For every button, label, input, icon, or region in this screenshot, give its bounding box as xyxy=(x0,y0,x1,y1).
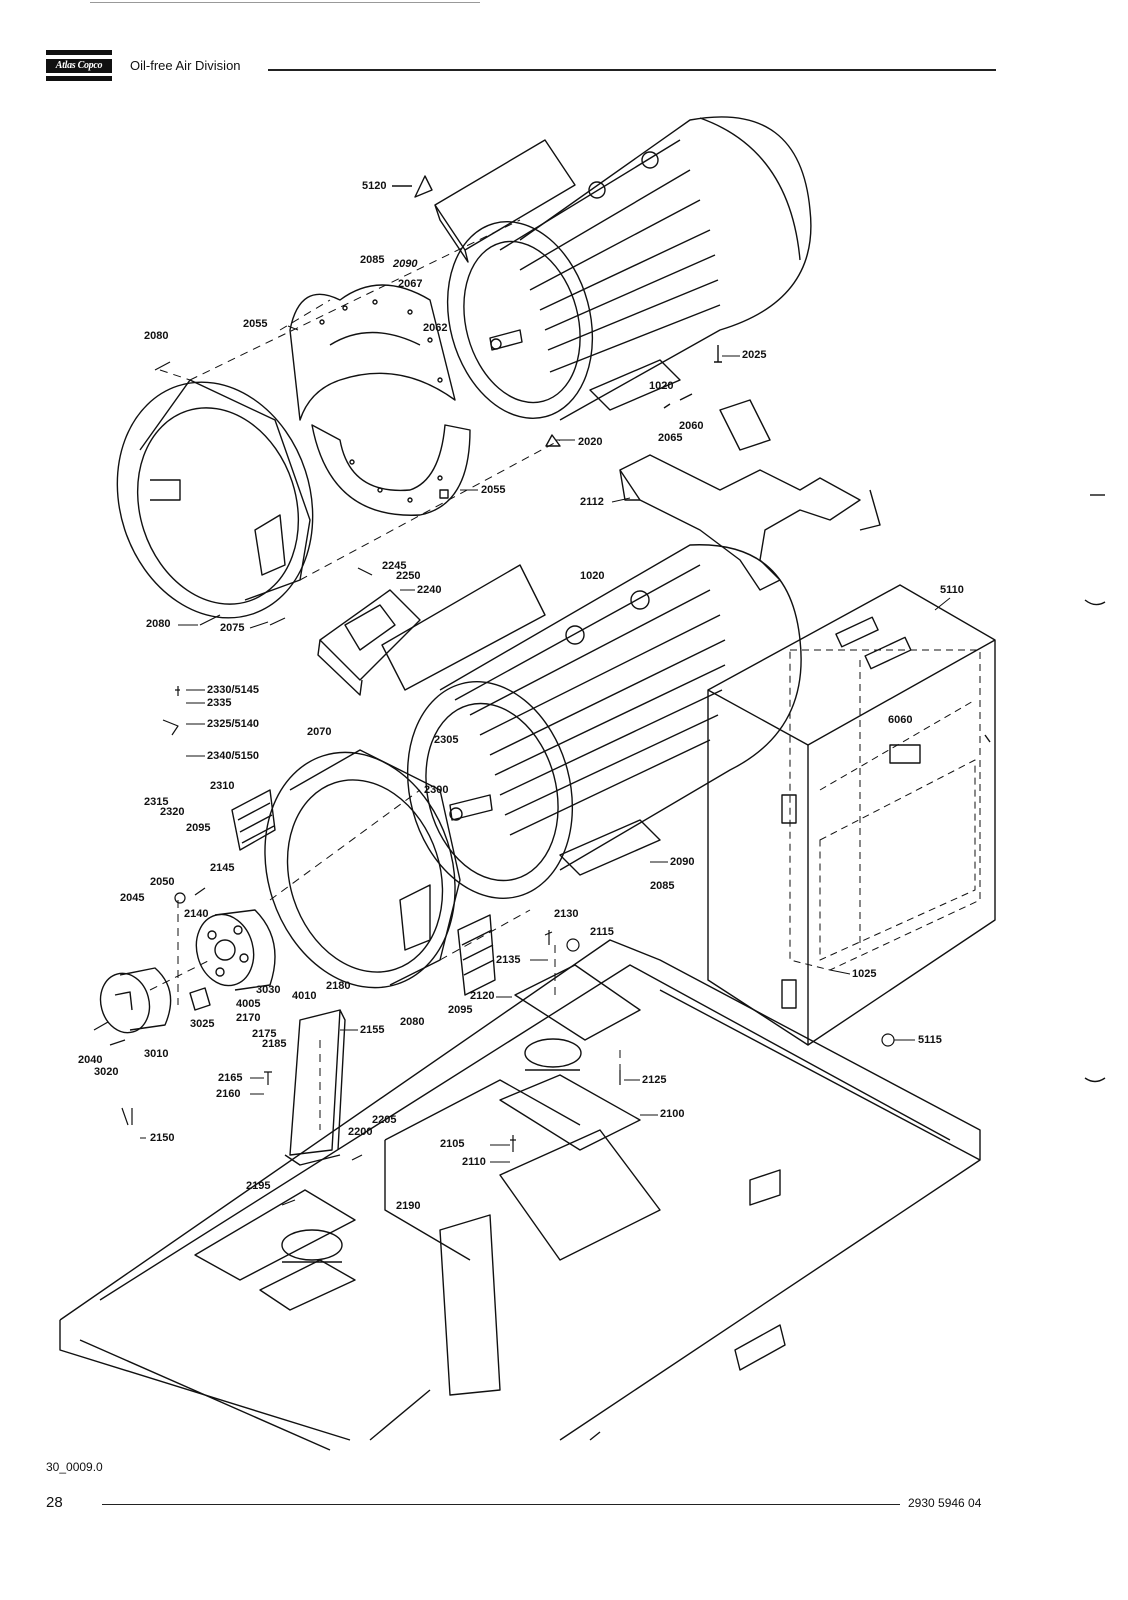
coupling-spring xyxy=(189,987,211,1011)
label-1020-lower: 1020 xyxy=(580,570,605,582)
label-1020-upper: 1020 xyxy=(649,380,674,392)
label-2090: 2090 xyxy=(393,258,418,270)
label-3025: 3025 xyxy=(190,1018,215,1030)
label-2180: 2180 xyxy=(326,980,351,992)
control-cabinet xyxy=(707,584,996,1046)
label-2150: 2150 xyxy=(150,1132,175,1144)
label-2060: 2060 xyxy=(679,420,704,432)
mount-plate-lower xyxy=(499,1074,641,1151)
label-2110: 2110 xyxy=(462,1156,486,1168)
fan-screen-left xyxy=(231,789,276,851)
lower-adapter-ring xyxy=(311,424,471,516)
label-2205: 2205 xyxy=(372,1114,397,1126)
label-2165: 2165 xyxy=(218,1072,243,1084)
label-3010: 3010 xyxy=(144,1048,169,1060)
label-2112: 2112 xyxy=(580,496,604,508)
label-2145: 2145 xyxy=(210,862,235,874)
label-2062: 2062 xyxy=(423,322,448,334)
label-2200: 2200 xyxy=(348,1126,373,1138)
label-1025: 1025 xyxy=(852,968,877,980)
label-2315: 2315 xyxy=(144,796,169,808)
drawing-reference: 30_0009.0 xyxy=(46,1460,103,1474)
label-2025: 2025 xyxy=(742,349,767,361)
label-5115: 5115 xyxy=(918,1034,942,1046)
top-edge-rule xyxy=(90,2,480,3)
upper-motor xyxy=(434,116,812,447)
label-6060: 6060 xyxy=(888,714,913,726)
label-2080-top: 2080 xyxy=(144,330,169,342)
label-2065: 2065 xyxy=(658,432,683,444)
label-2120: 2120 xyxy=(470,990,495,1002)
label-2095-left: 2095 xyxy=(186,822,211,834)
label-2100: 2100 xyxy=(660,1108,685,1120)
label-2085: 2085 xyxy=(360,254,385,266)
terminal-box-flange xyxy=(317,589,421,696)
label-2080-left: 2080 xyxy=(146,618,171,630)
label-2095-right: 2095 xyxy=(448,1004,473,1016)
label-3030: 3030 xyxy=(256,984,281,996)
base-frame xyxy=(59,939,981,1451)
document-number: 2930 5946 04 xyxy=(908,1496,982,1510)
label-5110: 5110 xyxy=(940,584,964,596)
label-2055-upper: 2055 xyxy=(243,318,268,330)
label-2050: 2050 xyxy=(150,876,175,888)
label-2175: 2175 xyxy=(252,1028,277,1040)
label-2335: 2335 xyxy=(207,697,232,709)
label-2085-lower: 2085 xyxy=(650,880,675,892)
label-2040: 2040 xyxy=(78,1054,103,1066)
lower-motor xyxy=(381,544,802,899)
label-2195: 2195 xyxy=(246,1180,271,1192)
bearing-pedestal xyxy=(284,1009,346,1166)
label-2160: 2160 xyxy=(216,1088,241,1100)
mount-plate-upper xyxy=(514,964,641,1041)
label-3020: 3020 xyxy=(94,1066,119,1078)
motor-support-frame xyxy=(619,399,881,591)
page-number: 28 xyxy=(46,1494,63,1511)
label-2080-lower: 2080 xyxy=(400,1016,425,1028)
fan-screen-right xyxy=(457,914,496,996)
label-2067: 2067 xyxy=(398,278,423,290)
atlas-copco-logo: Atlas Copco xyxy=(46,50,112,86)
label-2305: 2305 xyxy=(434,734,459,746)
label-2155: 2155 xyxy=(360,1024,385,1036)
label-5120: 5120 xyxy=(362,180,387,192)
rubber-mount xyxy=(281,1038,582,1263)
label-2130: 2130 xyxy=(554,908,579,920)
logo-wordmark: Atlas Copco xyxy=(46,59,112,73)
label-2300: 2300 xyxy=(424,784,449,796)
label-2170: 2170 xyxy=(236,1012,261,1024)
label-2140: 2140 xyxy=(184,908,209,920)
label-2325-5140: 2325/5140 xyxy=(207,718,259,730)
label-2190: 2190 xyxy=(396,1200,421,1212)
label-2070: 2070 xyxy=(307,726,332,738)
header-rule xyxy=(268,69,996,71)
footer-rule xyxy=(102,1504,900,1505)
label-2320: 2320 xyxy=(160,806,185,818)
label-2340-5150: 2340/5150 xyxy=(207,750,259,762)
label-2020: 2020 xyxy=(578,436,603,448)
label-2185: 2185 xyxy=(262,1038,287,1050)
upper-fan-housing xyxy=(116,379,314,619)
label-2250: 2250 xyxy=(396,570,421,582)
label-4010: 4010 xyxy=(292,990,317,1002)
lower-fan-housing xyxy=(264,749,461,989)
label-2125: 2125 xyxy=(642,1074,667,1086)
upper-adapter-ring xyxy=(289,284,456,421)
label-2075: 2075 xyxy=(220,622,245,634)
label-2240: 2240 xyxy=(417,584,442,596)
label-4005: 4005 xyxy=(236,998,261,1010)
label-2105: 2105 xyxy=(440,1138,465,1150)
label-2055-lower: 2055 xyxy=(481,484,506,496)
coupling-half xyxy=(99,967,172,1034)
label-2045: 2045 xyxy=(120,892,145,904)
label-2135: 2135 xyxy=(496,954,521,966)
label-2330-5145: 2330/5145 xyxy=(207,684,259,696)
label-2310: 2310 xyxy=(210,780,235,792)
coupling-hub xyxy=(195,909,276,991)
label-2245: 2245 xyxy=(382,560,407,572)
division-name: Oil-free Air Division xyxy=(130,58,241,73)
label-2090-lower: 2090 xyxy=(670,856,695,868)
label-2115: 2115 xyxy=(590,926,614,938)
